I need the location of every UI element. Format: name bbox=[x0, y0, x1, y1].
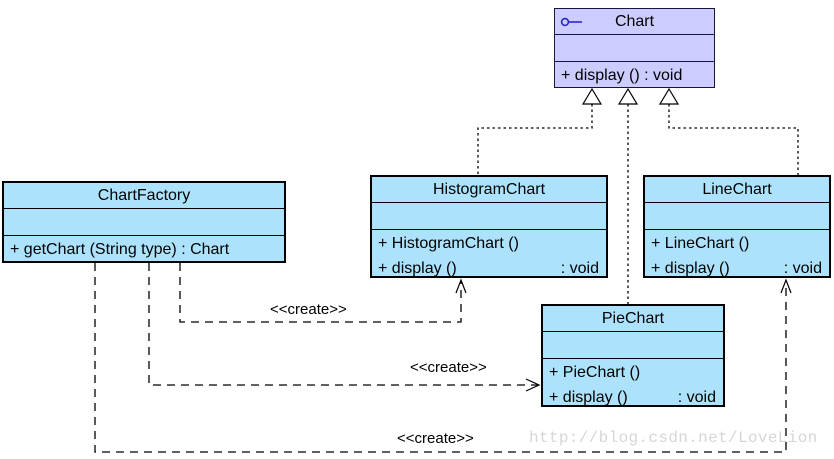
method-row: + HistogramChart () bbox=[372, 231, 606, 256]
class-attributes-histogramchart bbox=[372, 203, 606, 230]
class-box-histogramchart: HistogramChart + HistogramChart () + dis… bbox=[370, 175, 608, 278]
realization-triangle-icon bbox=[658, 87, 680, 105]
method-signature: + PieChart () bbox=[549, 363, 641, 381]
realization-line-linechart-to-chart bbox=[668, 104, 799, 175]
class-title-histogramchart: HistogramChart bbox=[372, 177, 606, 203]
method-return-type: : void bbox=[783, 259, 822, 277]
realization-line-histogramchart-to-chart bbox=[477, 104, 593, 175]
class-name-label: ChartFactory bbox=[97, 186, 191, 204]
class-methods-histogramchart: + HistogramChart () + display () : void bbox=[372, 230, 606, 281]
method-row: + display () : void bbox=[555, 63, 714, 88]
method-signature: + display () bbox=[378, 259, 457, 277]
realization-triangle-icon bbox=[581, 87, 603, 105]
class-attributes-chartfactory bbox=[4, 209, 284, 236]
method-row: + display () : void bbox=[372, 256, 606, 281]
method-row: + LineChart () bbox=[645, 231, 829, 256]
class-box-chartfactory: ChartFactory + getChart (String type) : … bbox=[2, 181, 286, 263]
provided-interface-icon bbox=[560, 17, 582, 27]
class-methods-chart: + display () : void bbox=[555, 62, 714, 88]
class-name-label: HistogramChart bbox=[432, 180, 546, 198]
method-signature: + HistogramChart () bbox=[378, 234, 519, 252]
class-box-chart: Chart + display () : void bbox=[554, 8, 715, 88]
stereotype-label-create-histogramchart: <<create>> bbox=[270, 301, 347, 318]
class-box-piechart: PieChart + PieChart () + display () : vo… bbox=[541, 304, 725, 407]
stereotype-label-create-linechart: <<create>> bbox=[397, 430, 474, 447]
method-row: + PieChart () bbox=[543, 360, 723, 385]
watermark-text: http://blog.csdn.net/LoveLion bbox=[529, 429, 818, 447]
method-return-type: : void bbox=[560, 259, 599, 277]
class-title-chart: Chart bbox=[555, 9, 714, 35]
realization-triangle-icon bbox=[617, 87, 639, 105]
dependency-arrowhead-icon bbox=[780, 278, 792, 294]
method-signature: + display () bbox=[549, 388, 628, 406]
method-row: + display () : void bbox=[543, 385, 723, 410]
class-name-label: Chart bbox=[614, 12, 655, 30]
class-attributes-chart bbox=[555, 35, 714, 62]
stereotype-label-create-piechart: <<create>> bbox=[410, 359, 487, 376]
class-methods-piechart: + PieChart () + display () : void bbox=[543, 359, 723, 410]
class-title-piechart: PieChart bbox=[543, 306, 723, 332]
method-signature: + getChart (String type) : Chart bbox=[10, 240, 230, 258]
class-name-label: LineChart bbox=[702, 180, 772, 198]
dependency-arrowhead-icon bbox=[455, 278, 467, 294]
method-row: + getChart (String type) : Chart bbox=[4, 237, 284, 262]
class-title-linechart: LineChart bbox=[645, 177, 829, 203]
method-return-type: : void bbox=[677, 388, 716, 406]
method-signature: + LineChart () bbox=[651, 234, 750, 252]
class-name-label: PieChart bbox=[601, 309, 665, 327]
method-signature: + display () : void bbox=[561, 66, 683, 84]
method-signature: + display () bbox=[651, 259, 730, 277]
class-methods-chartfactory: + getChart (String type) : Chart bbox=[4, 236, 284, 262]
class-attributes-linechart bbox=[645, 203, 829, 230]
method-row: + display () : void bbox=[645, 256, 829, 281]
class-box-linechart: LineChart + LineChart () + display () : … bbox=[643, 175, 831, 278]
dependency-arrowhead-icon bbox=[525, 378, 541, 392]
class-title-chartfactory: ChartFactory bbox=[4, 183, 284, 209]
class-methods-linechart: + LineChart () + display () : void bbox=[645, 230, 829, 281]
class-attributes-piechart bbox=[543, 332, 723, 359]
